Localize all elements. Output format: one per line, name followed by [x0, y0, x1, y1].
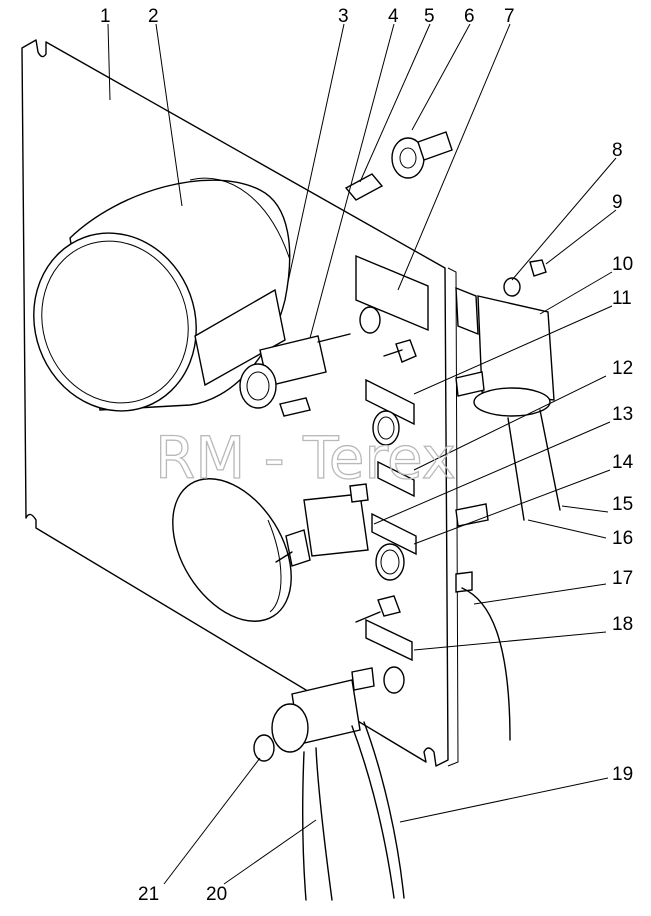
callout-7: 7	[504, 6, 515, 27]
callout-15: 15	[612, 494, 633, 515]
large-gauge	[33, 177, 291, 412]
callout-9: 9	[612, 192, 623, 213]
toggle-switch	[275, 483, 369, 567]
callout-18: 18	[612, 614, 633, 635]
watermark-text: RM - Terex	[155, 424, 456, 492]
callout-20: 20	[206, 884, 227, 905]
label-placards	[355, 254, 429, 662]
callout-10: 10	[612, 254, 633, 275]
indicator-lamp	[239, 333, 351, 417]
bulb-and-socket	[344, 131, 453, 201]
callout-5: 5	[424, 6, 435, 27]
callout-16: 16	[612, 528, 633, 549]
callout-17: 17	[612, 568, 633, 589]
callout-13: 13	[612, 404, 633, 425]
callout-1: 1	[100, 6, 111, 27]
callout-6: 6	[464, 6, 475, 27]
callout-21: 21	[138, 884, 159, 905]
callout-8: 8	[612, 140, 623, 161]
callout-12: 12	[612, 358, 633, 379]
plate-fittings	[355, 306, 417, 694]
lower-lens	[172, 478, 292, 622]
callout-4: 4	[388, 6, 399, 27]
callout-labels: 1 2 3 4 5 6 7 8 9 10 11 12 13 14 15 16 1…	[100, 6, 634, 905]
callout-11: 11	[612, 288, 632, 309]
relay-assembly	[455, 259, 561, 521]
bottom-connector	[253, 667, 405, 901]
callout-3: 3	[338, 6, 349, 27]
leader-lines	[107, 23, 617, 885]
callout-14: 14	[612, 452, 634, 473]
callout-2: 2	[148, 6, 159, 27]
terminals	[455, 371, 511, 741]
callout-19: 19	[612, 764, 633, 785]
